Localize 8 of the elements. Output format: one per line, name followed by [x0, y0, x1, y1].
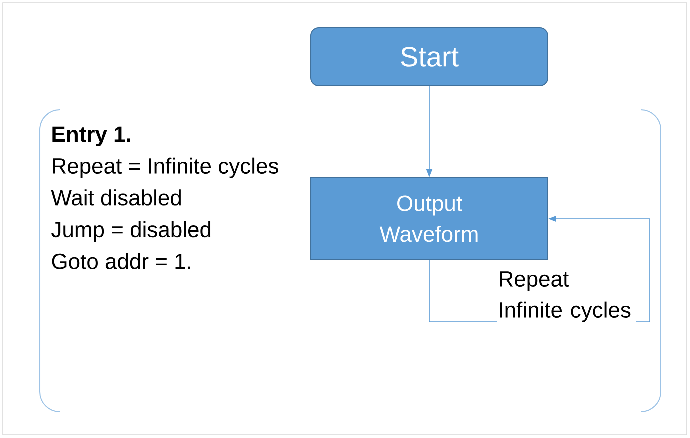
edge-label: Repeat Infinite cycles	[497, 270, 636, 324]
note-text: Repeat = Infinite cycles	[53, 158, 278, 178]
note-text: Wait disabled	[51, 190, 181, 206]
note-text: Jump = disabled	[52, 221, 211, 242]
process-box: Output Waveform	[310, 178, 548, 260]
note-text: Goto addr = 1.	[52, 253, 190, 270]
start-box: Start	[310, 28, 548, 86]
heading: Entry 1.	[52, 126, 130, 147]
